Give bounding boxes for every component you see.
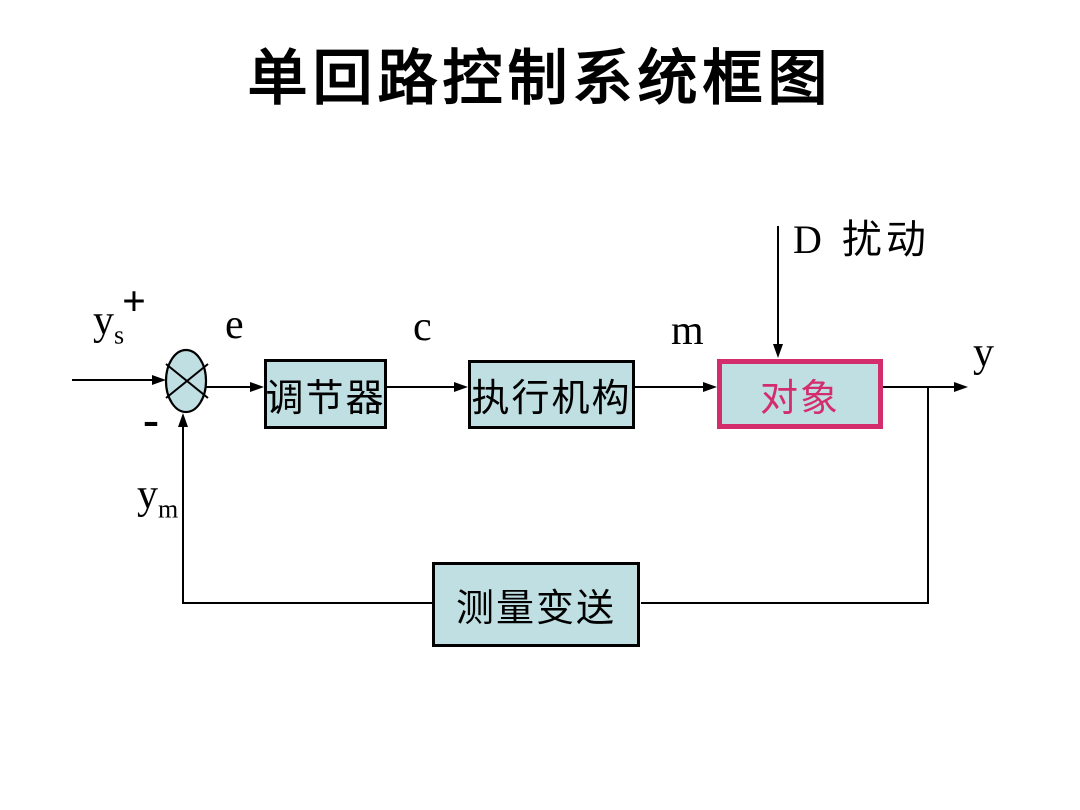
setpoint-label: ys bbox=[93, 298, 125, 350]
controller-output-label: c bbox=[413, 304, 432, 350]
disturbance-arrow bbox=[773, 226, 783, 358]
manipulated-variable-label: m bbox=[671, 308, 704, 354]
minus-sign: - bbox=[143, 393, 159, 446]
output-label: y bbox=[973, 330, 994, 376]
page-title: 单回路控制系统框图 bbox=[247, 44, 833, 114]
manipulated-arrow bbox=[635, 382, 717, 392]
transmitter-label: 测量变送 bbox=[455, 588, 616, 630]
controller-output-arrow bbox=[387, 382, 468, 392]
disturbance-variable: D bbox=[793, 217, 822, 262]
feedback-label: ym bbox=[137, 472, 179, 524]
regulator-label: 调节器 bbox=[265, 377, 386, 420]
disturbance-word: 扰动 bbox=[841, 217, 930, 262]
transmitter-block: 测量变送 bbox=[432, 562, 640, 647]
regulator-block: 调节器 bbox=[264, 359, 387, 429]
plant-label: 对象 bbox=[759, 377, 840, 420]
summing-junction-icon bbox=[164, 348, 209, 414]
plus-sign: + bbox=[122, 279, 146, 325]
plant-block: 对象 bbox=[717, 359, 883, 429]
feedback-line-right bbox=[641, 387, 929, 604]
error-label: e bbox=[225, 302, 244, 348]
error-arrow bbox=[206, 382, 264, 392]
output-arrow bbox=[883, 382, 968, 392]
actuator-block: 执行机构 bbox=[468, 360, 635, 429]
actuator-label: 执行机构 bbox=[471, 378, 632, 420]
feedback-line-left bbox=[178, 413, 432, 604]
setpoint-arrow bbox=[72, 375, 166, 385]
disturbance-label: D 扰动 bbox=[793, 220, 930, 260]
